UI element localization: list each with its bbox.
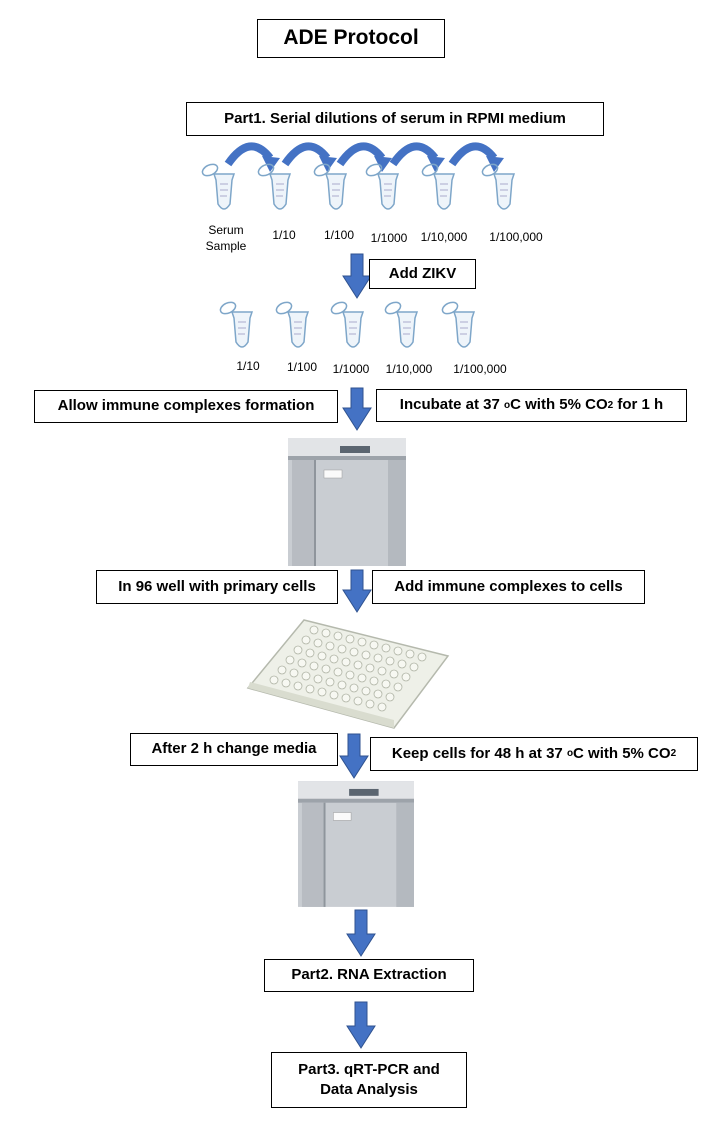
dilution-arrow-4: [389, 142, 439, 167]
row2-label: 1/1000: [332, 362, 370, 376]
row1-label: Serum Sample: [205, 223, 247, 253]
down-arrow-3: [342, 569, 372, 613]
add-complexes-box: Add immune complexes to cells: [372, 570, 645, 604]
row1-label: 1/10,000: [420, 230, 468, 244]
tube-icon: [275, 301, 310, 348]
tube-icon: [257, 163, 292, 210]
tube-icon: [441, 301, 476, 348]
row1-label: 1/1000: [370, 231, 408, 245]
dilution-arrows: [224, 142, 498, 167]
dilution-arrowhead-3: [374, 156, 392, 172]
incubate-text-pre: Incubate at 37: [399, 396, 504, 414]
row1-label: 1/100: [323, 228, 355, 242]
dilution-arrow-5: [448, 142, 498, 167]
allow-complexes-box: Allow immune complexes formation: [34, 390, 338, 423]
tube-icon: [201, 163, 236, 210]
tube-icon: [421, 163, 456, 210]
in96-box: In 96 well with primary cells: [96, 570, 338, 604]
row2-label: 1/10,000: [385, 362, 433, 376]
after2h-box: After 2 h change media: [130, 733, 338, 766]
part3-line2: Data Analysis: [320, 1081, 418, 1098]
incubator-image: [288, 438, 406, 566]
keep-text-mid: C with 5% CO: [573, 744, 671, 762]
part3-box: Part3. qRT-PCR and Data Analysis: [271, 1052, 467, 1108]
part2-box: Part2. RNA Extraction: [264, 959, 474, 992]
add-zikv-box: Add ZIKV: [369, 259, 476, 289]
page-title: ADE Protocol: [257, 19, 445, 58]
row2-label: 1/100,000: [453, 362, 507, 376]
dilution-arrowhead-2: [319, 156, 337, 172]
down-arrow-4: [339, 733, 369, 779]
dilution-arrow-2: [281, 142, 331, 167]
tube-icon: [330, 301, 365, 348]
tube-icon: [313, 163, 348, 210]
keep-text-pre: Keep cells for 48 h at 37: [391, 744, 567, 762]
incubate-text-mid: C with 5% CO: [510, 396, 608, 414]
part1-box: Part1. Serial dilutions of serum in RPMI…: [186, 102, 604, 136]
tube-icon: [219, 301, 254, 348]
part3-line1: Part3. qRT-PCR and: [298, 1060, 440, 1078]
tube-icon: [481, 163, 516, 210]
row1-label: 1/10: [272, 228, 296, 242]
row2-label: 1/10: [236, 359, 260, 373]
incubate-text-post: for 1 h: [613, 396, 664, 414]
tube-icon: [365, 163, 400, 210]
down-arrow-2: [342, 387, 372, 431]
row1-label: 1/100,000: [489, 230, 543, 244]
incubator-image: [298, 781, 414, 907]
tube-icon: [384, 301, 419, 348]
dilution-arrow-3: [336, 142, 386, 167]
well-plate-image: [246, 619, 450, 729]
down-arrow-5: [346, 909, 376, 957]
down-arrow-6: [346, 1001, 376, 1049]
dilution-arrow-1: [224, 142, 274, 167]
dilution-arrowhead-4: [427, 156, 445, 172]
row2-label: 1/100: [286, 360, 318, 374]
down-arrow-1: [342, 253, 372, 299]
